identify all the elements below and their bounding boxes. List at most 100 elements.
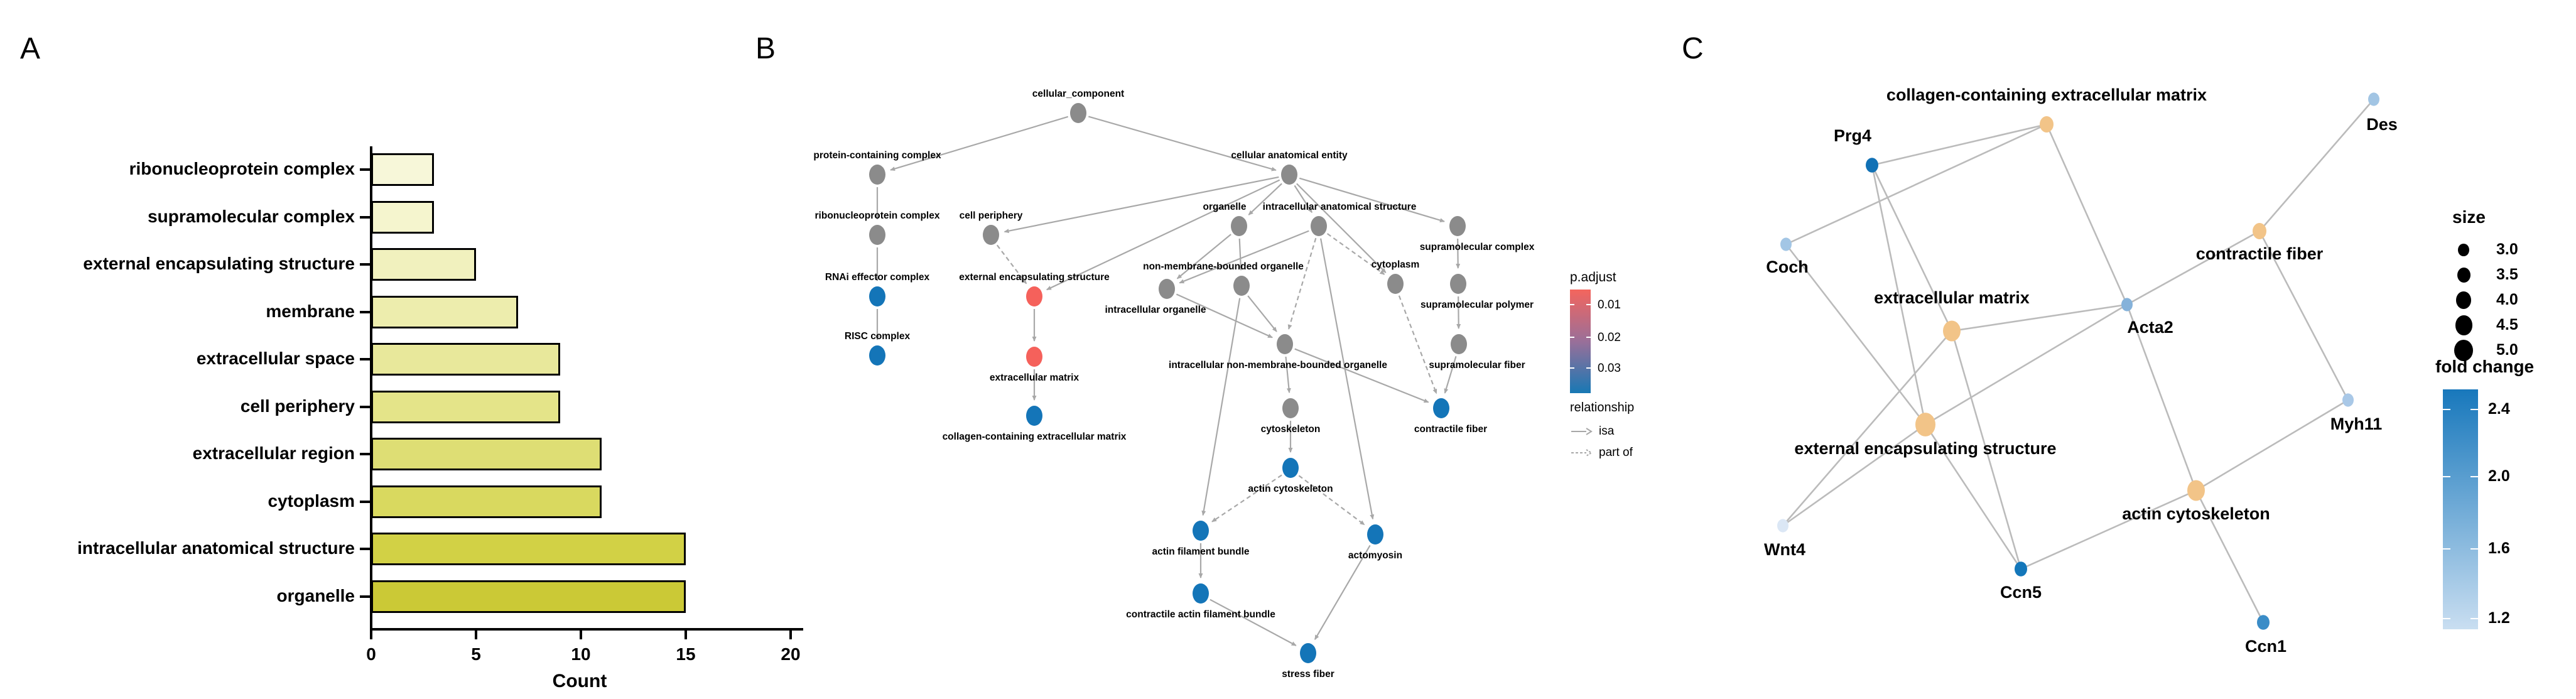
network-gene-label-Ccn5: Ccn5 (2000, 583, 2042, 602)
y-tick (360, 263, 370, 266)
dag-node-org (1231, 216, 1247, 236)
bar-label: ribonucleoprotein complex (129, 159, 355, 178)
network-panel: collagen-containing extracellular matrix… (1764, 85, 2398, 656)
dag-node-ias (1311, 216, 1327, 236)
y-tick (360, 215, 370, 219)
dag-node-risc (869, 345, 885, 366)
dag-edge-ias-io (1179, 230, 1309, 284)
dag-edge-ias-cyt (1326, 233, 1385, 275)
p-adjust-tick-dash (1570, 336, 1574, 338)
dag-node-label-rec: RNAi effector complex (825, 272, 930, 283)
network-gene-label-Myh11: Myh11 (2330, 415, 2383, 433)
network-category-label-em: extracellular matrix (1874, 288, 2030, 307)
isa-arrow-icon (1571, 428, 1593, 435)
y-axis (370, 146, 372, 631)
x-axis-title: Count (552, 671, 607, 691)
dag-edge-cafb-sf (1210, 599, 1297, 646)
dag-node-cyt (1387, 274, 1404, 294)
bar-label: extracellular space (196, 349, 355, 368)
dag-node-label-rnp: ribonucleoprotein complex (815, 210, 940, 221)
dag-node-label-csk: cytoskeleton (1261, 424, 1321, 435)
p-adjust-tick-dash (1570, 367, 1574, 369)
network-gene-node-Wnt4 (1777, 519, 1789, 533)
dag-node-label-cfib: contractile fiber (1414, 424, 1487, 435)
relationship-item-label: part of (1599, 446, 1633, 459)
dag-node-cp (983, 225, 999, 245)
dag-node-em (1026, 347, 1042, 367)
network-category-label-ccm: collagen-containing extracellular matrix (1886, 85, 2207, 104)
p-adjust-tick-dash (1586, 303, 1591, 305)
relationship-legend-title: relationship (1570, 401, 1635, 415)
network-edge-cf-Des (2259, 99, 2374, 232)
network-edge-ac-Myh11 (2195, 399, 2349, 492)
network-edge-ees-Acta2 (1925, 303, 2128, 426)
dag-node-csk (1282, 398, 1299, 418)
dag-edge-cp-ees (996, 244, 1027, 284)
dag-node-label-cc: cellular_component (1032, 89, 1124, 99)
bar-label: intracellular anatomical structure (77, 538, 355, 558)
network-edge-em-Wnt4 (1782, 330, 1952, 526)
dag-node-label-smc: supramolecular complex (1420, 242, 1535, 252)
network-gene-node-Myh11 (2342, 393, 2354, 407)
dag-node-label-risc: RISC complex (845, 331, 911, 342)
dag-node-cafb (1193, 583, 1209, 604)
panel-c-label: C (1682, 32, 1704, 65)
dag-node-label-cp: cell periphery (960, 210, 1023, 221)
dag-node-label-smp: supramolecular polymer (1421, 300, 1534, 310)
dag-node-label-nmbo: non-membrane-bounded organelle (1143, 261, 1304, 272)
size-legend-dot (2457, 267, 2470, 283)
bar (371, 485, 602, 518)
bar (371, 533, 686, 565)
y-tick (360, 310, 370, 313)
dag-edges (875, 116, 1461, 646)
dag-node-label-ccem: collagen-containing extracellular matrix (943, 431, 1127, 442)
dag-node-io (1159, 279, 1175, 299)
network-category-node-cf (2253, 223, 2266, 239)
p-adjust-tick-label: 0.02 (1598, 330, 1621, 344)
dag-node-afb (1193, 521, 1209, 541)
network-edge-em-Acta2 (1951, 303, 2128, 332)
fold-change-tick-label: 1.2 (2488, 609, 2510, 627)
fold-change-legend-title: fold change (2435, 357, 2535, 376)
bar (371, 200, 435, 234)
network-gene-label-Des: Des (2366, 115, 2398, 134)
network-edge-ac-Ccn5 (2020, 489, 2197, 570)
dag-edge-cc-cae (1088, 116, 1277, 171)
network-edges (1782, 99, 2374, 623)
dag-node-smf (1451, 334, 1467, 354)
bar-label: supramolecular complex (148, 206, 355, 226)
dag-node-pcc (869, 165, 885, 185)
dag-node-label-pcc: protein-containing complex (813, 150, 941, 161)
network-edge-cf-Acta2 (2126, 230, 2260, 306)
bar (371, 248, 476, 281)
dag-nodes (869, 103, 1467, 663)
bar (371, 438, 602, 470)
dag-edge-cae-org (1248, 183, 1282, 215)
p-adjust-legend-title: p.adjust (1570, 270, 1616, 284)
dag-node-cfib (1433, 398, 1449, 418)
size-legend-label: 3.5 (2496, 266, 2518, 283)
y-tick (360, 453, 370, 455)
size-legend-label: 3.0 (2496, 241, 2518, 258)
bar (371, 390, 560, 423)
bar-label: cell periphery (240, 396, 355, 416)
dag-edge-cc-pcc (890, 116, 1069, 171)
relationship-item: isa (1570, 425, 1670, 441)
x-tick (789, 631, 792, 639)
network-gene-node-Ccn5 (2015, 561, 2027, 577)
dag-edge-org-nmbo (1238, 238, 1243, 271)
network-edge-ac-Ccn1 (2195, 490, 2265, 623)
network-gene-label-Wnt4: Wnt4 (1764, 540, 1805, 559)
dag-edge-io-inmbo (1176, 293, 1273, 339)
p-adjust-colorbar (1570, 290, 1591, 393)
fold-change-colorbar (2443, 389, 2478, 629)
network-category-node-ac (2187, 480, 2205, 501)
dag-node-rec (869, 286, 885, 306)
dag-node-label-amyo: actomyosin (1348, 550, 1402, 561)
bar (371, 153, 435, 186)
dag-node-smc (1449, 216, 1466, 236)
fold-change-tick-dash (2443, 476, 2450, 478)
x-tick-label: 10 (571, 644, 591, 664)
network-edge-ees-Wnt4 (1782, 423, 1926, 527)
dag-node-label-cafb: contractile actin filament bundle (1126, 609, 1275, 620)
